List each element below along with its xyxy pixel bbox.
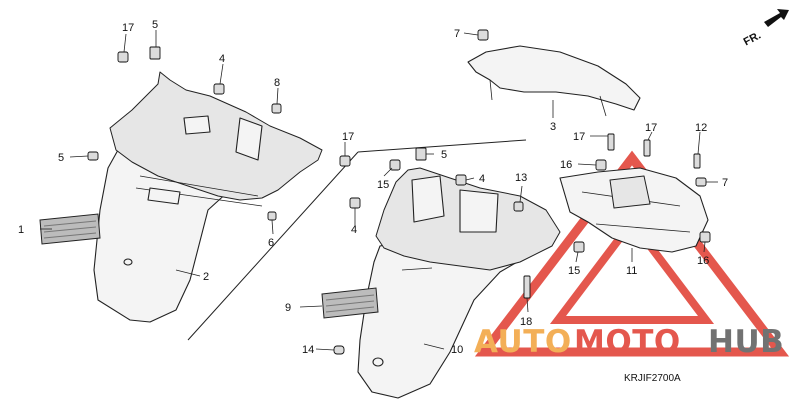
watermark-moto: MOTO [574, 324, 681, 360]
watermark-auto: AUTO [474, 324, 572, 360]
reflector-right [321, 287, 379, 319]
bolt-4-left [213, 83, 225, 95]
watermark-hub: HUB [708, 324, 784, 360]
section-divider [187, 151, 359, 341]
callout-3: 3 [550, 121, 556, 133]
bolt-16-top [595, 159, 607, 171]
rear-fender-right [357, 167, 561, 399]
callout-5: 5 [58, 152, 64, 164]
front-arrow-icon [764, 9, 789, 27]
front-direction-indicator: FR. [742, 9, 789, 48]
callout-5: 5 [152, 19, 158, 31]
bolt-17-d [695, 177, 707, 187]
bolt-17-a [607, 133, 615, 151]
callout-1: 1 [18, 224, 24, 236]
bolt-15-lower [573, 241, 585, 253]
clip-5-right [415, 147, 427, 161]
callout-14: 14 [302, 344, 314, 356]
callout-13: 13 [515, 172, 527, 184]
screw-6 [267, 211, 277, 221]
callout-5: 5 [441, 149, 447, 161]
diagram-code: KRJIF2700A [624, 373, 681, 384]
callout-6: 6 [268, 237, 274, 249]
leader-lines [40, 30, 718, 351]
bolt-16-right [699, 231, 711, 243]
callout-9: 8 [274, 77, 280, 89]
callout-7: 17 [342, 131, 354, 143]
bolt-17-b [643, 139, 651, 157]
callout-4: 4 [219, 53, 225, 65]
bolt-7-right [339, 155, 351, 167]
reflector-left [39, 213, 101, 245]
callout-16: 16 [560, 159, 572, 171]
callout-labels: 17 5 4 8 17 5 6 1 2 7 3 5 15 4 4 13 9 10… [18, 19, 728, 356]
bolt-4-lower [349, 197, 361, 209]
callout-16: 16 [697, 255, 709, 267]
callout-17: 17 [645, 122, 657, 134]
callout-17: 12 [695, 122, 707, 134]
watermark: AUTO MOTO HUB [474, 150, 790, 360]
callout-15: 15 [568, 265, 580, 277]
bracket-right [559, 167, 709, 253]
bolt-17-c [693, 153, 701, 169]
callout-4: 4 [479, 173, 485, 185]
callout-17: 7 [722, 177, 728, 189]
bolt-7-top [117, 51, 129, 63]
callout-2: 2 [203, 271, 209, 283]
callout-4: 4 [351, 224, 357, 236]
rear-cover-center [467, 45, 641, 117]
clip-5-left [87, 151, 99, 161]
bolt-4-right [455, 174, 467, 186]
callout-18: 18 [520, 316, 532, 328]
callout-15: 15 [377, 179, 389, 191]
bolt-8 [477, 29, 489, 41]
nut-9 [271, 103, 282, 114]
callout-8: 7 [454, 28, 460, 40]
clip-5-top [149, 46, 161, 60]
nut-13 [513, 201, 524, 212]
rear-fender-left [93, 71, 323, 323]
callout-17: 17 [573, 131, 585, 143]
front-direction-label: FR. [742, 29, 763, 48]
bolt-15-top [389, 159, 401, 171]
clip-14 [333, 345, 345, 355]
hardware [87, 29, 711, 355]
screw-18 [523, 275, 531, 299]
callout-10: 9 [285, 302, 291, 314]
warning-triangle-logo [474, 150, 790, 357]
callout-12: 11 [626, 265, 637, 277]
section-divider-top [357, 139, 527, 153]
callout-11: 10 [451, 344, 463, 356]
callout-7: 17 [122, 22, 134, 34]
